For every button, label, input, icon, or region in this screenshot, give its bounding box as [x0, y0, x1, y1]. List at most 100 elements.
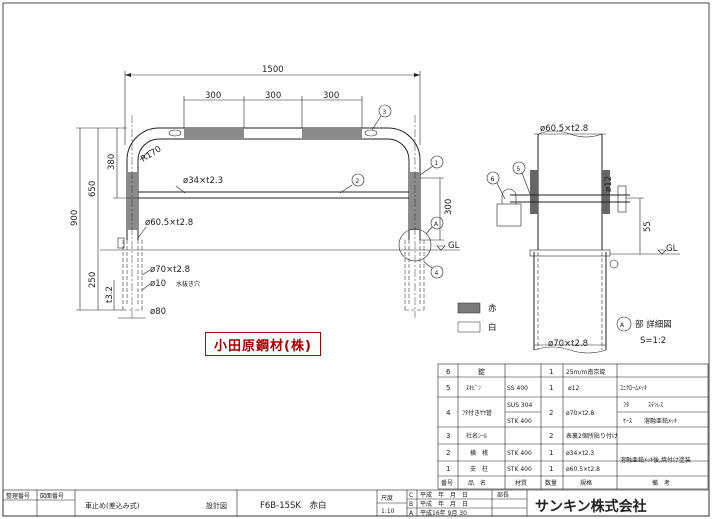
row2-note: 溶融亜鉛ﾒｯｷ後,焼付け塗装 [620, 456, 691, 464]
row4-qty: 2 [549, 409, 553, 417]
header-material: 材質 [515, 479, 527, 487]
row1-name: 支 柱 [470, 465, 488, 473]
balloon-2: 2 [339, 173, 365, 194]
row5-material: SS 400 [507, 385, 528, 392]
dim-seg1: 300 [205, 91, 221, 101]
detail-balloon-6: 6 [486, 171, 506, 200]
company-stamp: 小田原鋼材(株) [205, 332, 321, 356]
header-spec: 規格 [580, 479, 592, 487]
row3-no: 3 [446, 432, 450, 440]
row2-name: 横 桟 [470, 449, 488, 457]
row2-no: 2 [446, 449, 450, 457]
row4-note-b: ｽﾃﾝﾚｽ [648, 402, 663, 409]
row6-name: 錠 [478, 367, 485, 376]
dim-radius: R170 [139, 144, 163, 164]
row4-note2-b: 溶融亜鉛ﾒｯｷ [644, 417, 677, 425]
svg-text:3: 3 [383, 109, 387, 116]
dim-hole-note: 水抜き穴 [176, 280, 200, 288]
dim-t32: t3.2 [105, 286, 115, 303]
balloon-a: A [425, 216, 444, 235]
detail-pin: ø12 [604, 176, 614, 192]
company-name: サンキン株式会社 [535, 498, 647, 515]
row4-material: SUS 304 [507, 402, 533, 409]
rev-mark-c: C [409, 492, 413, 499]
row5-no: 5 [446, 384, 450, 392]
rev-date-c: 平成 年 月 日 [420, 491, 468, 499]
rev-mark-b: B [409, 501, 413, 508]
detail-h55: 55 [643, 221, 653, 232]
balloon-3: 3 [371, 104, 392, 131]
detail-view: ø60.5×t2.8 ø70×t2.8 ø12 GL 55 [486, 124, 680, 354]
row6-no: 6 [446, 368, 451, 376]
org-no-label: 整理番号 [6, 492, 30, 500]
row3-note: 表裏2個所貼り付け [566, 432, 618, 440]
dim-h650: 650 [88, 181, 98, 197]
dim-h380: 380 [107, 154, 117, 170]
dim-base: ø80 [150, 307, 166, 317]
detail-scale: S=1:2 [640, 336, 666, 346]
legend-white-label: 白 [488, 322, 497, 333]
dim-h250: 250 [88, 272, 98, 288]
balloon-1: 1 [419, 155, 444, 176]
scale-label: 尺度 [381, 494, 393, 502]
svg-text:6: 6 [491, 176, 495, 183]
detail-balloon-5: 5 [512, 161, 531, 195]
dim-post: ø60.5×t2.8 [145, 218, 193, 228]
detail-gl: GL [666, 244, 678, 254]
svg-text:5: 5 [517, 166, 521, 173]
dim-total-height: 900 [70, 210, 80, 226]
dim-seg2: 300 [265, 91, 281, 101]
row1-spec: ø60.5×t2.8 [566, 466, 600, 473]
row5-qty: 1 [549, 384, 553, 392]
front-view: 1500 300 300 300 ø34×t2.3 [70, 65, 460, 319]
rev-date-a: 平成16年 9月 30 [420, 509, 467, 517]
row3-qty: 2 [549, 432, 553, 440]
row1-material: STK 400 [507, 466, 532, 473]
row4-spec: ø70×t2.8 [566, 410, 594, 417]
dim-hole: ø10 [150, 279, 166, 289]
header-note: 備 考 [652, 479, 670, 487]
legend-white-swatch [457, 321, 481, 333]
scale-value: 1:10 [381, 508, 395, 515]
svg-text:1: 1 [435, 160, 439, 167]
dim-h300: 300 [444, 199, 454, 215]
model-code: F6B-15SK 赤白 [260, 500, 326, 511]
row6-qty: 1 [549, 368, 553, 376]
legend-red-label: 赤 [488, 304, 497, 314]
svg-text:4: 4 [435, 270, 439, 277]
row6-spec: 25m/m南京錠 [566, 368, 605, 376]
detail-post: ø60.5×t2.8 [540, 124, 588, 134]
svg-text:A: A [434, 221, 439, 228]
row1-qty: 1 [549, 465, 553, 473]
balloon-4: 4 [423, 261, 444, 279]
detail-title-mark: A [620, 322, 625, 329]
row4-name: ﾌﾀ付きｻﾔ管 [462, 409, 492, 417]
design-label: 設計図 [206, 501, 227, 510]
dim-seg3: 300 [323, 91, 339, 101]
row5-spec: ø12 [568, 385, 579, 392]
rev-mark-a: A [409, 510, 414, 517]
row2-qty: 1 [549, 449, 553, 457]
row4-no: 4 [446, 409, 451, 417]
header-name: 品 名 [468, 479, 486, 487]
drawing-title: 車止め(差込み式) [85, 501, 140, 510]
dim-gl: GL [448, 241, 460, 251]
parts-table: 6 錠 1 25m/m南京錠 5 ﾇｷﾋﾟﾝ SS 400 1 ø12 ﾕﾆｸﾛ… [437, 363, 709, 490]
row5-name: ﾇｷﾋﾟﾝ [466, 385, 481, 392]
row4-note2: ｹｰｽ [623, 418, 632, 425]
row4-material2: STK 400 [507, 418, 532, 425]
dim-total-width: 1500 [262, 65, 284, 75]
rev-date-b: 平成 年 月 日 [420, 500, 468, 508]
title-block: 整理番号 図面番号 車止め(差込み式) 設計図 F6B-15SK 赤白 尺度 1… [2, 489, 710, 517]
header-no: 番号 [441, 480, 453, 487]
row3-name: 社名ｼｰﾙ [466, 432, 487, 440]
svg-text:2: 2 [356, 178, 360, 185]
drawing-no-label: 図面番号 [40, 493, 64, 500]
detail-title: 部 詳細図 [635, 319, 672, 330]
legend-red-swatch [457, 302, 481, 314]
dim-beam: ø34×t2.3 [183, 176, 223, 186]
row5-note: ﾕﾆｸﾛｰﾑﾒｯｷ [620, 385, 647, 392]
dim-socket: ø70×t2.8 [150, 265, 190, 275]
header-qty: 数量 [545, 479, 557, 487]
